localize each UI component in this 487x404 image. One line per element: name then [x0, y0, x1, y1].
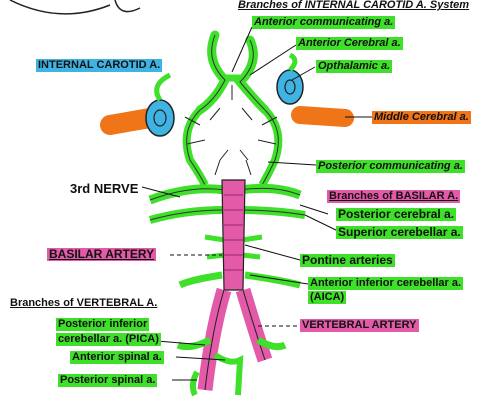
title-branches-ica: Branches of INTERNAL CAROTID A. System	[238, 0, 470, 11]
pica-right	[256, 336, 287, 351]
label-posterior-spinal: Posterior spinal a.	[58, 374, 158, 387]
label-pontine-arteries: Pontine arteries	[300, 253, 395, 267]
internal-carotid-left	[145, 99, 175, 137]
internal-carotid-right	[276, 69, 304, 105]
circle-right-side	[258, 107, 283, 188]
basilar-artery-shape	[221, 179, 246, 291]
superior-cerebellar-left	[148, 206, 226, 224]
label-posterior-cerebral: Posterior cerebral a.	[336, 207, 457, 221]
middle-cerebral-right	[291, 106, 354, 127]
label-anterior-spinal: Anterior spinal a.	[70, 351, 164, 364]
label-pica-line1: Posterior inferior	[56, 318, 150, 331]
label-branches-basilar: Branches of BASILAR A.	[327, 190, 461, 203]
brain-outline-2	[114, 0, 141, 13]
label-pica-line2: cerebellar a. (PICA)	[56, 333, 161, 346]
posterior-spinal	[189, 370, 200, 397]
perforating-branches	[184, 85, 278, 176]
label-posterior-communicating: Posterior communicating a.	[316, 160, 465, 173]
label-middle-cerebral: Middle Cerebral a.	[372, 111, 471, 124]
label-anterior-communicating: Anterior communicating a.	[252, 16, 396, 29]
ophthalmic-right	[288, 52, 298, 72]
label-aica-line1: Anterior inferior cerebellar a.	[308, 277, 463, 290]
ophthalmic-left	[154, 72, 172, 102]
anterior-spinal	[213, 352, 244, 396]
label-opthalamic: Opthalamic a.	[316, 60, 393, 73]
aica-left	[178, 271, 223, 289]
label-anterior-cerebral: Anterior Cerebral a.	[296, 37, 403, 50]
label-third-nerve: 3rd NERVE	[70, 181, 139, 196]
label-superior-cerebellar: Superior cerebellar a.	[336, 225, 463, 239]
label-basilar-artery: BASILAR ARTERY	[47, 247, 157, 261]
brain-outline	[9, 0, 111, 15]
label-aica-line2: (AICA)	[308, 291, 347, 304]
circle-left-side	[182, 107, 209, 187]
label-internal-carotid: INTERNAL CAROTID A.	[36, 59, 163, 72]
title-branches-vertebral: Branches of VERTEBRAL A.	[10, 297, 158, 309]
middle-cerebral-left	[100, 108, 160, 135]
aica-right	[244, 271, 301, 289]
label-vertebral-artery: VERTEBRAL ARTERY	[300, 319, 419, 332]
pica-left	[176, 336, 212, 351]
